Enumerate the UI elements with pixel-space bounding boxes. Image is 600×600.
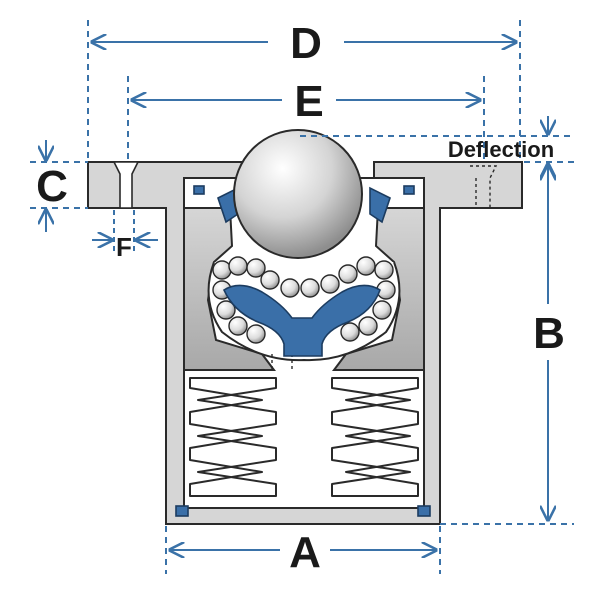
- seal-right: [369, 186, 391, 224]
- spring-left: [189, 377, 277, 497]
- clip-bottom-left: [175, 505, 189, 517]
- label-deflection: Deflection: [448, 137, 554, 162]
- mounting-hole-right: [470, 165, 498, 208]
- spring-right: [331, 377, 419, 497]
- clip-bottom-right: [417, 505, 431, 517]
- label-E: E: [294, 77, 323, 126]
- label-D: D: [290, 19, 322, 68]
- label-A: A: [289, 528, 321, 577]
- support-balls: [212, 256, 396, 344]
- mounting-hole-left: [112, 161, 140, 209]
- label-C: C: [36, 162, 68, 211]
- retainer: [175, 185, 431, 517]
- label-F: F: [116, 232, 132, 262]
- label-B: B: [533, 309, 565, 358]
- clip-top-right: [403, 185, 415, 195]
- main-ball: [233, 129, 363, 259]
- dimension-lines: [30, 20, 574, 574]
- clip-top-left: [193, 185, 205, 195]
